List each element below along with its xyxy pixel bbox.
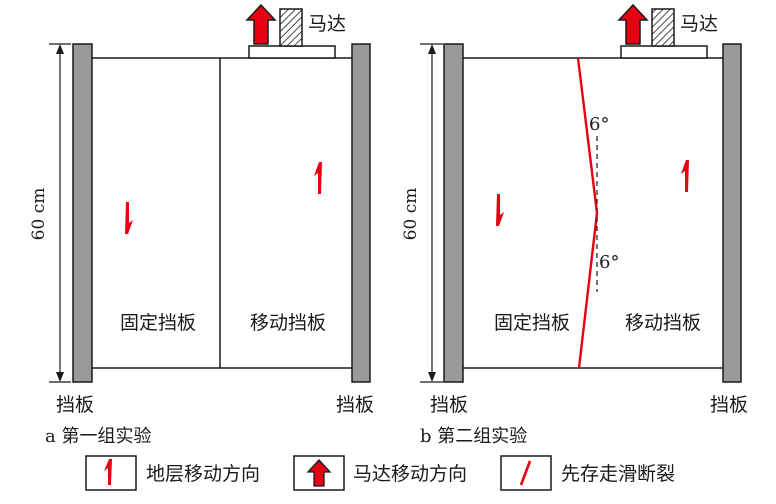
left-baffle [72, 43, 93, 383]
angle-bottom-label: 6° [599, 252, 619, 273]
panel-b-caption: b 第二组实验 [420, 426, 527, 447]
moving-plate-label: 移动挡板 [250, 312, 326, 334]
strike-slip-fault-icon [519, 460, 532, 486]
right-baffle-label-b: 挡板 [710, 394, 748, 416]
height-label-b: 60 cm [401, 188, 421, 241]
strata-movement-up-icon-b [681, 160, 689, 192]
legend: 地层移动方向 马达移动方向 先存走滑断裂 [85, 455, 675, 491]
fixed-plate-label: 固定挡板 [120, 312, 196, 334]
legend-item-strata-movement: 地层移动方向 [85, 455, 260, 491]
moving-plate-label-b: 移动挡板 [625, 312, 701, 334]
motor [245, 3, 336, 59]
fixed-plate-label-b: 固定挡板 [494, 312, 570, 334]
height-dimension [49, 43, 71, 383]
strata-movement-up-icon [314, 162, 322, 194]
panel-b: 60 cm 6° 6° 马达 固定挡板 移动挡板 挡板 挡板 b 第二组实验 [401, 3, 748, 447]
height-dimension-b [420, 43, 443, 383]
left-baffle-b [443, 43, 464, 383]
legend-label-strata-movement: 地层移动方向 [146, 463, 260, 485]
strata-movement-down-icon-b [496, 194, 504, 226]
strike-slip-fault [576, 57, 599, 369]
motor-label: 马达 [308, 13, 346, 35]
legend-item-motor-direction: 马达移动方向 [293, 455, 467, 491]
angle-top-label: 6° [589, 114, 609, 135]
legend-label-motor-direction: 马达移动方向 [353, 463, 467, 485]
panel-a-caption: a 第一组实验 [45, 426, 151, 447]
motor-b [617, 3, 708, 59]
left-baffle-label: 挡板 [56, 394, 94, 416]
right-baffle-label: 挡板 [336, 394, 374, 416]
legend-item-strike-slip-fault: 先存走滑断裂 [500, 455, 675, 491]
motor-label-b: 马达 [680, 13, 718, 35]
motor-direction-icon [245, 3, 277, 45]
strata-movement-icon [104, 459, 112, 485]
motor-direction-icon-b [617, 3, 649, 45]
strata-movement-down-icon [125, 202, 133, 234]
motor-direction-icon [306, 459, 332, 487]
right-baffle [351, 43, 371, 383]
panel-a: 60 cm 马达 固定挡板 移动挡板 挡板 挡板 a 第一组实验 [29, 3, 374, 447]
legend-label-strike-slip-fault: 先存走滑断裂 [561, 463, 675, 485]
left-baffle-label-b: 挡板 [430, 394, 468, 416]
right-baffle-b [722, 43, 742, 383]
height-label: 60 cm [29, 188, 49, 241]
